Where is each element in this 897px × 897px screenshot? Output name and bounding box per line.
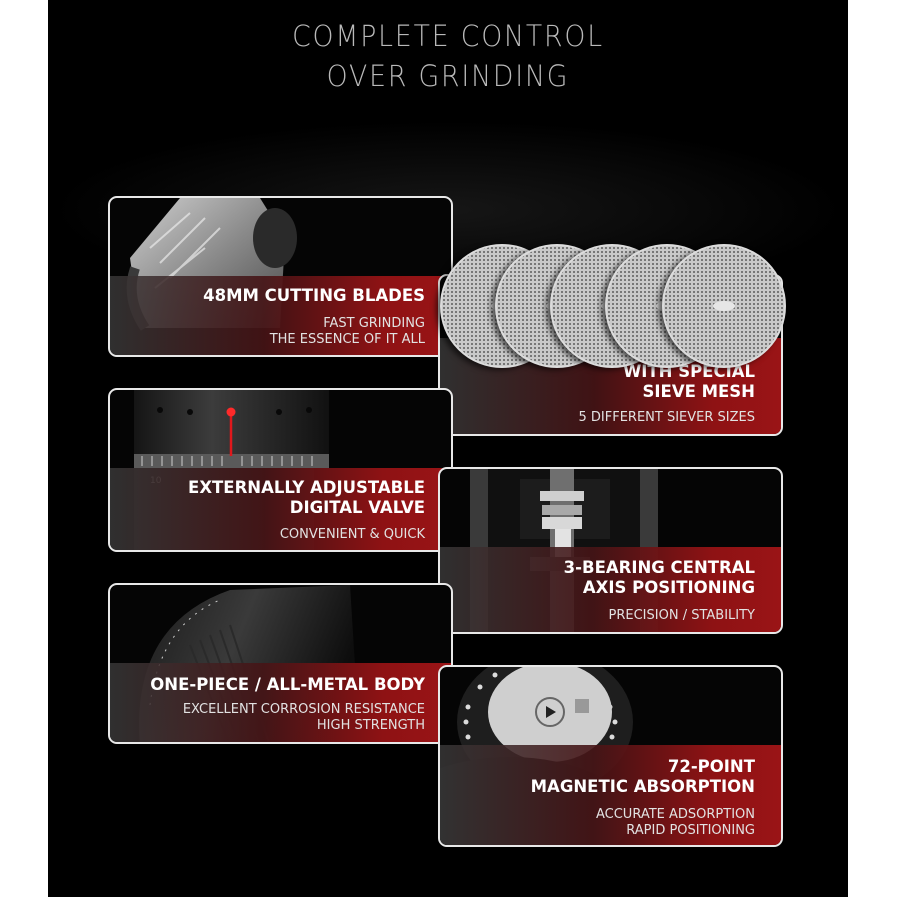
feature-title-1: 72-POINT (667, 757, 755, 776)
feature-title-2: AXIS POSITIONING (582, 578, 755, 597)
feature-title-2: SIEVE MESH (642, 382, 755, 401)
feature-subtitle-2: RAPID POSITIONING (626, 823, 755, 838)
feature-card-adjustable-valve: 10 EXTERNALLY ADJUSTABLE DIGITAL VALVE C… (108, 388, 453, 552)
feature-subtitle-1: EXCELLENT CORROSION RESISTANCE (182, 702, 425, 717)
feature-title-2: MAGNETIC ABSORPTION (530, 777, 755, 796)
feature-subtitle: PRECISION / STABILITY (608, 608, 755, 623)
feature-card-magnetic-absorption: 72-POINT MAGNETIC ABSORPTION ACCURATE AD… (438, 665, 783, 847)
headline-line-2: OVER GRINDING (326, 59, 570, 93)
headline-line-1: COMPLETE CONTROL (292, 19, 604, 53)
feature-title-1: EXTERNALLY ADJUSTABLE (188, 478, 425, 497)
feature-subtitle-2: HIGH STRENGTH (316, 718, 425, 733)
feature-title: ONE-PIECE / ALL-METAL BODY (150, 675, 425, 694)
feature-title: 48MM CUTTING BLADES (203, 286, 425, 305)
feature-card-cutting-blades: 48MM CUTTING BLADES FAST GRINDING THE ES… (108, 196, 453, 357)
feature-band (440, 745, 781, 845)
feature-subtitle-2: THE ESSENCE OF IT ALL (269, 332, 425, 347)
feature-band (110, 468, 451, 550)
feature-subtitle: CONVENIENT & QUICK (279, 527, 425, 542)
feature-title-1: 3-BEARING CENTRAL (563, 558, 755, 577)
sieve-mesh-discs (440, 244, 800, 374)
feature-card-metal-body: ONE-PIECE / ALL-METAL BODY EXCELLENT COR… (108, 583, 453, 744)
feature-subtitle-1: ACCURATE ADSORPTION (595, 807, 755, 822)
headline: COMPLETE CONTROL OVER GRINDING (48, 16, 848, 96)
feature-subtitle-1: FAST GRINDING (323, 316, 425, 331)
feature-card-central-axis: 3-BEARING CENTRAL AXIS POSITIONING PRECI… (438, 467, 783, 634)
sieve-disc-5 (662, 244, 786, 368)
feature-band (440, 547, 781, 632)
feature-band (110, 276, 451, 355)
feature-title-2: DIGITAL VALVE (289, 498, 425, 517)
feature-subtitle: 5 DIFFERENT SIEVER SIZES (578, 410, 756, 425)
feature-band (110, 663, 451, 742)
